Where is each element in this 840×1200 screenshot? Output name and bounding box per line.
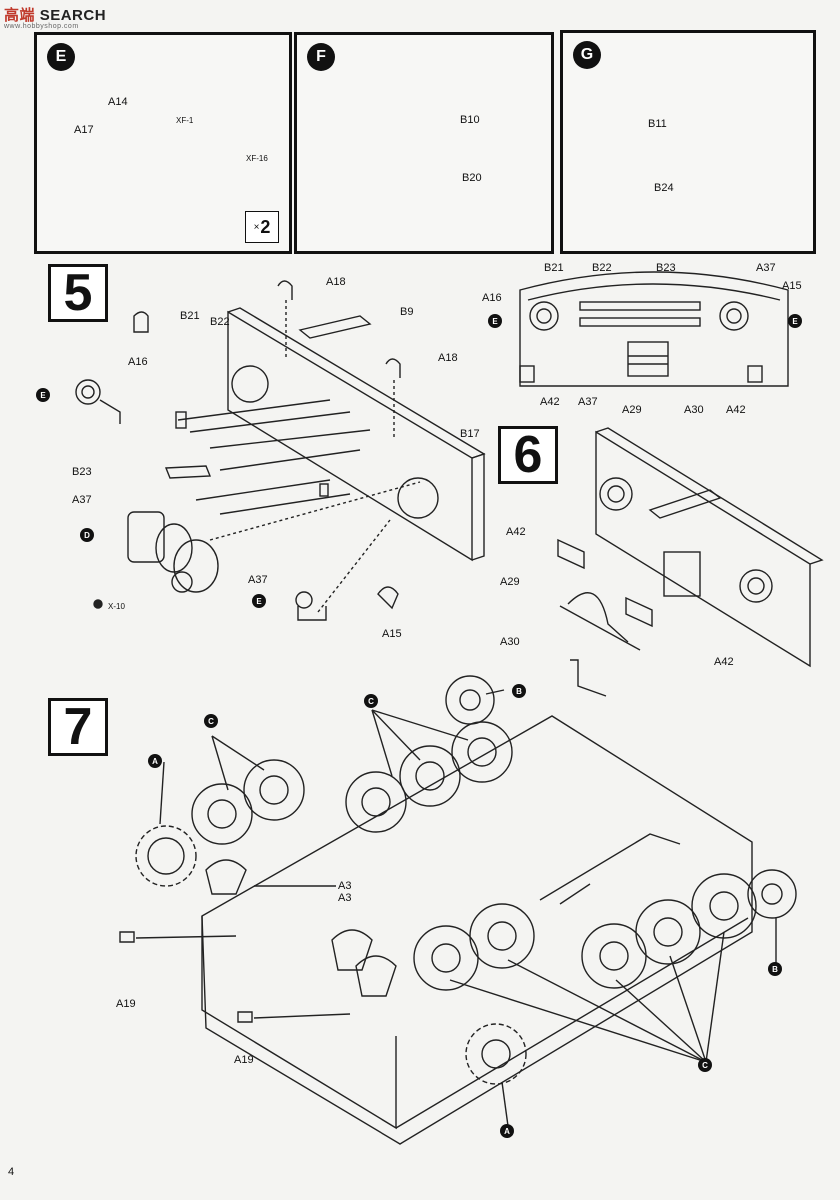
s6-tag-e-left: E — [488, 314, 502, 328]
s6-label-a30: A30 — [500, 636, 520, 648]
site-logo[interactable]: 高端 SEARCH www.hobbyshop.com — [4, 4, 106, 30]
label-b9: B9 — [400, 306, 414, 318]
panel-e-multiplier: ×2 — [245, 211, 279, 243]
s6-label-a42: A42 — [506, 526, 526, 538]
road-wheels-top — [191, 675, 513, 845]
label-a15: A15 — [382, 628, 402, 640]
s6-tag-e-right: E — [788, 314, 802, 328]
s7-label-a3-1: A3 — [338, 880, 352, 892]
logo-brand-cn: 高端 — [4, 7, 36, 24]
label-b22: B22 — [210, 316, 230, 328]
s7-tag-c-left: C — [204, 714, 218, 728]
s6-label-a42-r: A42 — [726, 404, 746, 416]
step-5-number: 5 — [48, 264, 108, 322]
s7-tag-c-bottom: C — [698, 1058, 712, 1072]
s7-label-a3-2: A3 — [338, 892, 352, 904]
s6-label-a15: A15 — [782, 280, 802, 292]
label-xf1: XF-1 — [176, 116, 194, 125]
s7-label-a19-2: A19 — [234, 1054, 254, 1066]
panel-f-tag: F — [307, 43, 335, 71]
panel-f: F — [294, 32, 554, 254]
tag-d: D — [80, 528, 94, 542]
label-x10: X-10 — [108, 602, 125, 611]
label-a37-bottom: A37 — [248, 574, 268, 586]
s7-tag-b-right: B — [768, 962, 782, 976]
label-b20: B20 — [462, 172, 482, 184]
label-b24: B24 — [654, 182, 674, 194]
step5-drawing — [75, 280, 486, 621]
panel-e-tag: E — [47, 43, 75, 71]
s6-label-a16: A16 — [482, 292, 502, 304]
label-a14: A14 — [108, 96, 128, 108]
multiplier-x: × — [253, 221, 260, 233]
s6-label-b21: B21 — [544, 262, 564, 274]
label-b10: B10 — [460, 114, 480, 126]
label-b23: B23 — [72, 466, 92, 478]
s7-tag-c-top: C — [364, 694, 378, 708]
s6-label-a42-l: A42 — [540, 396, 560, 408]
logo-brand-en: SEARCH — [39, 7, 107, 24]
step7-drawing — [119, 675, 797, 1145]
s6-label-a30-b: A30 — [684, 404, 704, 416]
step-7-number: 7 — [48, 698, 108, 756]
s7-label-a19-1: A19 — [116, 998, 136, 1010]
tag-e-bottom: E — [252, 594, 266, 608]
s6-label-b22: B22 — [592, 262, 612, 274]
label-a37-left: A37 — [72, 494, 92, 506]
s6-label-a37-top: A37 — [756, 262, 776, 274]
label-a18-top: A18 — [326, 276, 346, 288]
label-b21: B21 — [180, 310, 200, 322]
s7-tag-a-bottom: A — [500, 1124, 514, 1138]
label-b17: B17 — [460, 428, 480, 440]
multiplier-count: 2 — [260, 216, 271, 237]
s7-tag-b-top: B — [512, 684, 526, 698]
label-a18-mid: A18 — [438, 352, 458, 364]
panel-g-tag: G — [573, 41, 601, 69]
step-6-number: 6 — [498, 426, 558, 484]
panel-g: G — [560, 30, 816, 254]
panel-e: E ×2 — [34, 32, 292, 254]
s7-tag-a-left: A — [148, 754, 162, 768]
s6-label-a29: A29 — [500, 576, 520, 588]
s6-label-a37-b: A37 — [578, 396, 598, 408]
step6-top-drawing — [519, 271, 789, 387]
s6-label-a29-b: A29 — [622, 404, 642, 416]
label-a16: A16 — [128, 356, 148, 368]
label-a17: A17 — [74, 124, 94, 136]
road-wheels-bottom — [413, 869, 797, 991]
step6-drawing — [557, 427, 824, 697]
label-b11: B11 — [648, 118, 667, 130]
logo-url: www.hobbyshop.com — [4, 23, 79, 30]
s6-label-a42-2: A42 — [714, 656, 734, 668]
page-number: 4 — [8, 1166, 15, 1178]
s6-label-b23: B23 — [656, 262, 676, 274]
tag-e-left: E — [36, 388, 50, 402]
label-xf16: XF-16 — [246, 154, 268, 163]
